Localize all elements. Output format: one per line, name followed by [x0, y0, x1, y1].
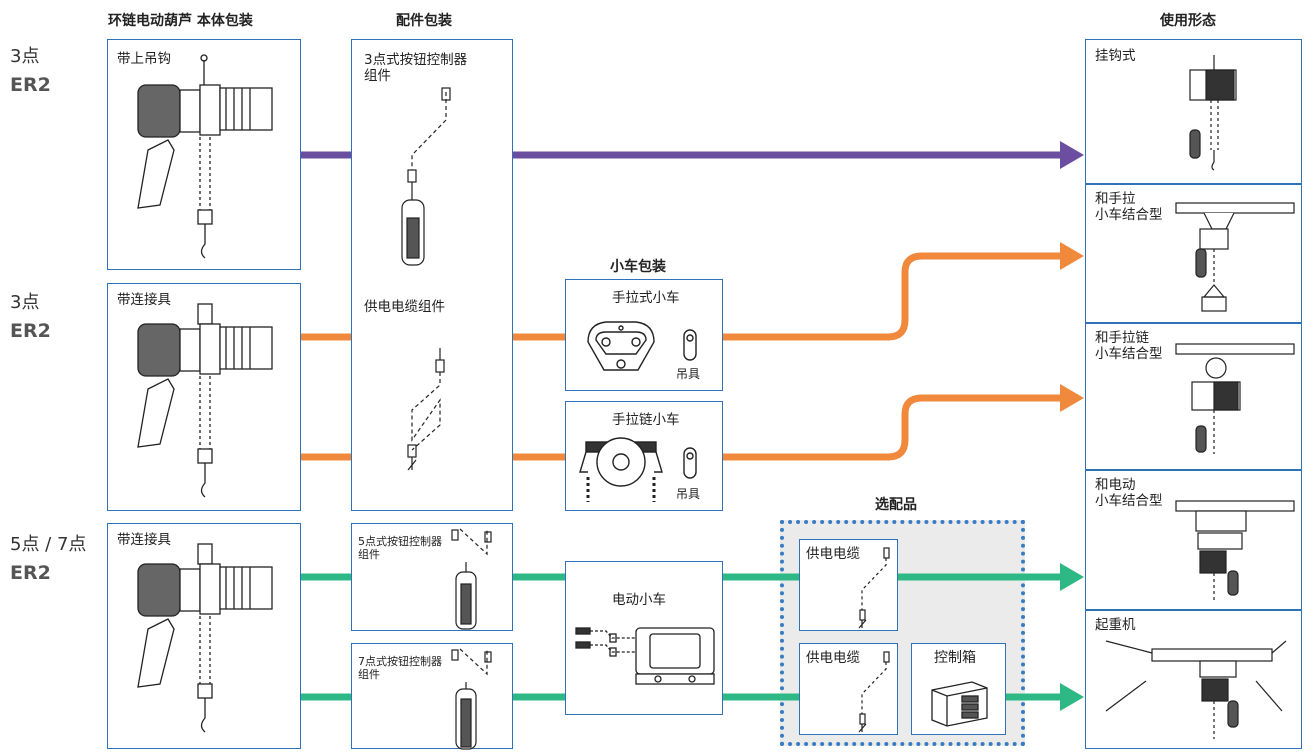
green-arrow-head-1 [1060, 563, 1084, 591]
usage-box-push-trolley: 和手拉 小车结合型 [1085, 184, 1302, 323]
trolley-electric-label: 电动小车 [612, 592, 666, 608]
pendant-7-icon [451, 648, 492, 750]
trolley-box-geared: 手拉链小车 吊具 [565, 401, 723, 511]
trolley-box-electric: 电动小车 [565, 561, 723, 715]
hoist-connector-icon-1 [137, 303, 273, 498]
header-usage: 使用形态 [1160, 13, 1216, 29]
orange-arrow-head-2 [1060, 384, 1084, 412]
header-trolley: 小车包装 [610, 259, 666, 275]
accessory-box-7point: 7点式按钮控制器 组件 [351, 643, 513, 750]
option-box-cable-2: 供电电缆 [799, 643, 898, 735]
trolley-push-fitting-label: 吊具 [676, 367, 701, 381]
usage-push-trolley-label: 和手拉 小车结合型 [1095, 191, 1163, 223]
accessory-5point-pendant-label: 5点式按钮控制器 组件 [358, 535, 442, 561]
electric-trolley-icon [575, 627, 715, 685]
option-cable-1-icon [858, 547, 890, 629]
row3-model: ER2 [10, 562, 51, 584]
pendant-5-icon [451, 528, 492, 630]
usage-box-hook: 挂钩式 [1085, 39, 1302, 184]
row3-points: 5点 / 7点 [10, 534, 87, 555]
row2-model: ER2 [10, 320, 51, 342]
option-cable-2-icon [858, 651, 890, 733]
header-options: 选配品 [875, 497, 917, 513]
control-box-icon [931, 681, 988, 727]
geared-trolley-icon [579, 437, 697, 502]
usage-box-crane: 起重机 [1085, 610, 1302, 749]
accessory-box-5point: 5点式按钮控制器 组件 [351, 523, 513, 631]
usage-geared-trolley-icon [1175, 343, 1295, 454]
accessory-power-cable-label: 供电电缆组件 [364, 299, 445, 315]
usage-crane-icon [1105, 640, 1287, 739]
accessory-3point-pendant-label: 3点式按钮控制器 组件 [364, 52, 468, 84]
usage-electric-trolley-label: 和电动 小车结合型 [1095, 477, 1163, 509]
hoist-box-connector-1-label: 带连接具 [117, 292, 171, 308]
orange-line-a3 [722, 252, 1064, 341]
trolley-push-label: 手拉式小车 [612, 290, 680, 306]
option-cable-2-label: 供电电缆 [806, 650, 860, 666]
hoist-connector-icon-2 [137, 543, 273, 733]
usage-crane-label: 起重机 [1095, 617, 1136, 633]
row1-points: 3点 [10, 46, 40, 67]
header-hoist-body: 环链电动葫芦 本体包装 [108, 13, 253, 29]
option-control-box-label: 控制箱 [934, 650, 976, 666]
usage-hook-label: 挂钩式 [1095, 48, 1136, 64]
orange-arrow-head-1 [1060, 242, 1084, 270]
hoist-hook-icon [137, 54, 273, 259]
usage-box-geared-trolley: 和手拉链 小车结合型 [1085, 323, 1302, 470]
hoist-box-connector-2-label: 带连接具 [117, 532, 171, 548]
usage-electric-trolley-icon [1175, 500, 1295, 601]
pendant-cable-icon [401, 87, 451, 471]
hoist-box-hook-label: 带上吊钩 [117, 51, 171, 67]
green-arrow-head-2 [1060, 683, 1084, 711]
row1-model: ER2 [10, 74, 51, 96]
usage-box-electric-trolley: 和电动 小车结合型 [1085, 470, 1302, 610]
hoist-box-connector-2: 带连接具 [107, 523, 301, 749]
push-trolley-icon [587, 321, 697, 371]
header-accessory: 配件包装 [396, 13, 452, 29]
usage-push-trolley-icon [1175, 202, 1295, 312]
purple-arrow-head [1060, 141, 1084, 169]
trolley-geared-label: 手拉链小车 [612, 412, 680, 428]
usage-geared-trolley-label: 和手拉链 小车结合型 [1095, 330, 1163, 362]
hoist-box-hook: 带上吊钩 [107, 39, 301, 270]
accessory-7point-pendant-label: 7点式按钮控制器 组件 [358, 655, 442, 681]
option-box-cable-1: 供电电缆 [799, 539, 898, 631]
row2-points: 3点 [10, 292, 40, 313]
orange-line-b3 [722, 394, 1064, 461]
accessory-box-3point: 3点式按钮控制器 组件 供电电缆组件 [351, 39, 513, 511]
option-box-control: 控制箱 [911, 643, 1006, 735]
usage-hook-icon [1189, 55, 1237, 171]
hoist-box-connector-1: 带连接具 [107, 283, 301, 511]
option-cable-1-label: 供电电缆 [806, 546, 860, 562]
trolley-box-push: 手拉式小车 吊具 [565, 279, 723, 391]
trolley-geared-fitting-label: 吊具 [676, 487, 701, 501]
